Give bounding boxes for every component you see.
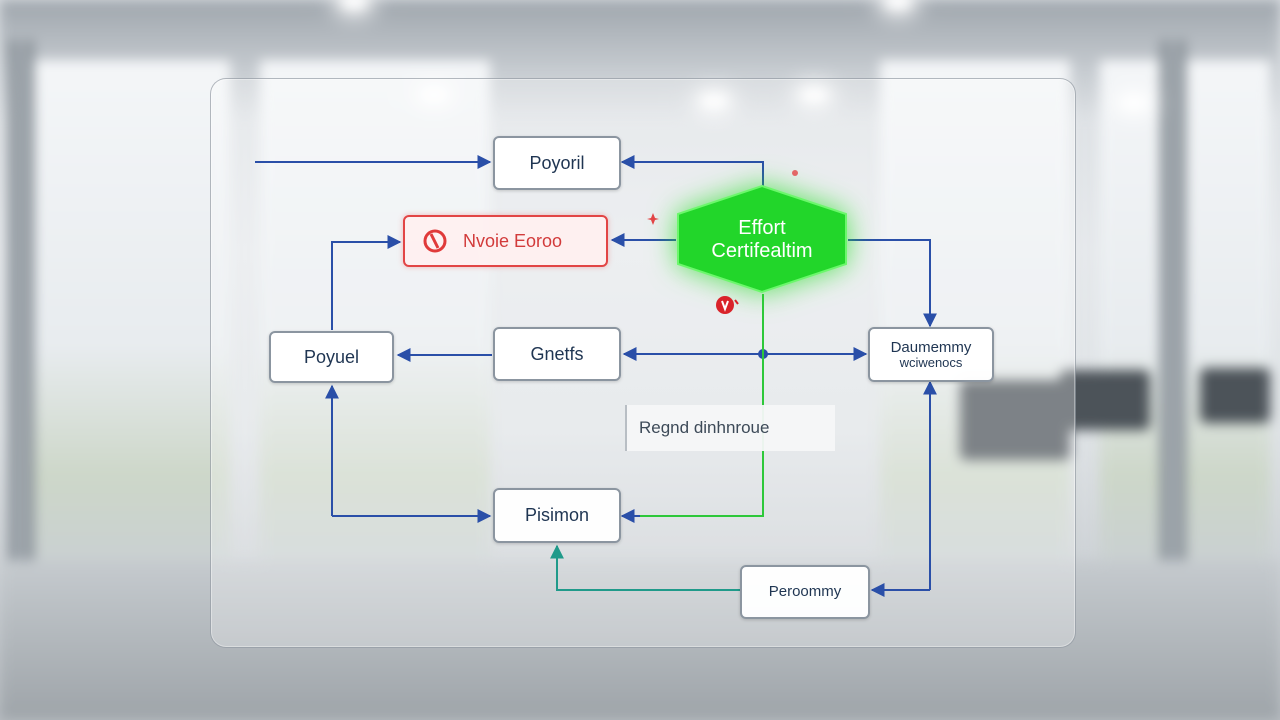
annotation-label: Regnd dinhnroue — [625, 405, 835, 451]
node-center[interactable]: Gnetfs — [493, 327, 621, 381]
connector-highlight-top — [620, 155, 764, 186]
highlight-node-line2: Certifealtim — [711, 240, 813, 262]
red-spark-icon — [647, 213, 659, 225]
ceiling-light — [420, 88, 448, 102]
desk-chair — [960, 380, 1070, 460]
node-bottom-label: Pisimon — [524, 505, 590, 526]
connector-left-warning — [331, 235, 402, 330]
highlight-node-line1: Effort — [738, 217, 786, 239]
red-spark-icon — [792, 170, 798, 176]
node-top-label: Poyoril — [529, 152, 585, 173]
node-top[interactable]: Poyoril — [493, 136, 621, 190]
highlight-hexagon[interactable] — [676, 184, 848, 294]
node-left-label: Poyuel — [303, 346, 360, 367]
red-alert-icon — [716, 296, 739, 314]
ceiling-light — [884, 0, 912, 10]
ceiling-light — [800, 88, 828, 102]
connector-highlight-right — [848, 239, 937, 328]
annotation-text: Regnd dinhnroue — [639, 418, 770, 437]
desk-chair — [1200, 368, 1270, 423]
node-bottom[interactable]: Pisimon — [493, 488, 621, 543]
pillar — [1160, 40, 1186, 620]
node-warning[interactable]: Nvoie Eoroo — [403, 215, 608, 267]
node-center-label: Gnetfs — [530, 343, 584, 364]
window-right — [880, 60, 1070, 580]
pillar — [8, 40, 34, 620]
node-right[interactable]: Daumemmy wciwenocs — [868, 327, 994, 382]
ceiling-light — [340, 0, 368, 10]
no-entry-icon — [423, 229, 447, 253]
node-right-line1: Daumemmy — [890, 338, 972, 356]
node-bottom-right-label: Peroommy — [768, 583, 842, 601]
window-left — [30, 60, 230, 580]
node-left[interactable]: Poyuel — [269, 331, 394, 383]
node-warning-label: Nvoie Eoroo — [463, 230, 563, 251]
connector-teal-bottom — [550, 544, 740, 591]
highlight-node-label: Effort Certifealtim — [676, 200, 848, 280]
node-right-line2: wciwenocs — [899, 354, 963, 370]
window-left-center — [260, 60, 490, 580]
ceiling-light — [1120, 96, 1148, 110]
ceiling-light — [700, 94, 728, 108]
connector-green-highlight-bottom — [622, 294, 764, 517]
node-bottom-right[interactable]: Peroommy — [740, 565, 870, 619]
